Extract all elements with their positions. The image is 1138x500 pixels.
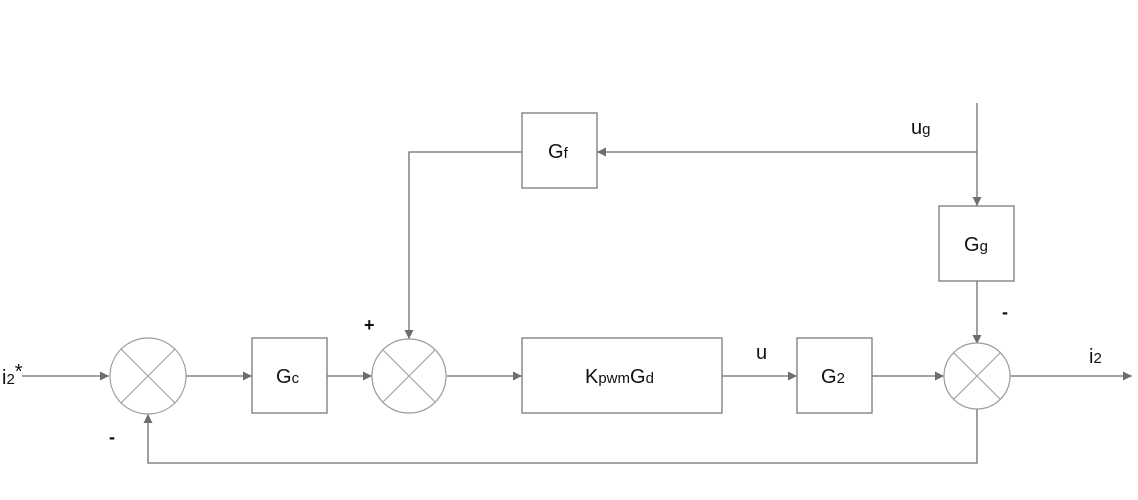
sign-sum3-grid: - [1002, 302, 1008, 322]
signal-ug-label: ug [911, 117, 930, 139]
wire-feedback [143, 408, 978, 464]
block-gf-main: G [548, 141, 564, 163]
wire-gf-to-sum2 [404, 151, 522, 339]
summing-junction-1 [109, 337, 187, 415]
svg-text:Gf: Gf [548, 141, 569, 163]
block-gg-sub: g [980, 238, 988, 255]
svg-text:KpwmGd: KpwmGd [585, 366, 654, 388]
summing-junction-2 [371, 338, 447, 414]
signal-input-label: i2* [2, 361, 23, 389]
svg-text:Gg: Gg [964, 234, 988, 256]
signal-u-label: u [756, 342, 767, 364]
svg-text:G2: G2 [821, 366, 845, 388]
block-gg: Gg [938, 205, 1015, 282]
block-gd-sub: d [646, 370, 654, 387]
block-gc: Gc [251, 337, 328, 414]
block-g2-sub: 2 [837, 370, 845, 387]
sign-sum1-feedback: - [109, 427, 115, 447]
block-kpwm-sub: pwm [598, 370, 630, 387]
block-gc-main: G [276, 366, 292, 388]
block-gg-main: G [964, 234, 980, 256]
block-kpwm-main: K [585, 366, 599, 388]
block-gd-main: G [630, 366, 646, 388]
block-g2: G2 [796, 337, 873, 414]
block-g2-main: G [821, 366, 837, 388]
svg-text:Gc: Gc [276, 366, 300, 388]
block-gf: Gf [521, 112, 598, 189]
block-gf-sub: f [564, 145, 569, 162]
summing-junction-3 [943, 342, 1011, 410]
signal-output-label: i2 [1089, 346, 1102, 368]
sign-sum2-feedforward: + [364, 315, 375, 335]
block-kpwm-gd: KpwmGd [521, 337, 723, 414]
block-gc-sub: c [292, 370, 300, 387]
